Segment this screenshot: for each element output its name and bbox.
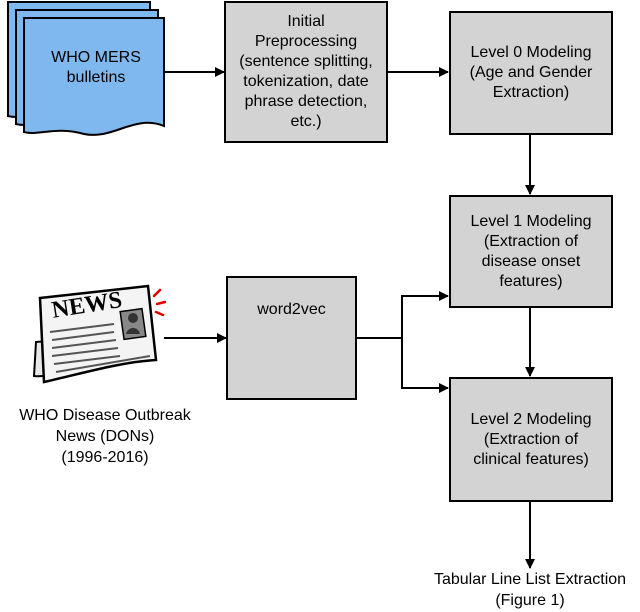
output-label: Tabular Line List Extraction (Figure 1): [410, 569, 640, 611]
arrow-word2vec-to-level1: [357, 291, 449, 339]
preprocessing-line-5: phrase detection,: [244, 93, 368, 110]
dons-line-1: WHO Disease Outbreak: [19, 407, 191, 424]
level2-line-3: clinical features): [473, 450, 589, 468]
level1-line-2: (Extraction of: [483, 232, 579, 250]
preprocessing-line-3: (sentence splitting,: [239, 53, 373, 70]
level2-box: Level 2 Modeling (Extraction of clinical…: [449, 377, 613, 502]
alert-marks: [152, 288, 166, 317]
preprocessing-line-2: Preprocessing: [254, 33, 358, 50]
preprocessing-box: Initial Preprocessing (sentence splittin…: [224, 1, 388, 143]
newspaper-icon: NEWS: [32, 284, 166, 384]
word2vec-label: word2vec: [257, 301, 326, 318]
dons-line-3: (1996-2016): [61, 449, 149, 466]
level0-line-2: (Age and Gender: [469, 64, 593, 81]
dons-label: WHO Disease Outbreak News (DONs) (1996-2…: [0, 405, 210, 468]
level1-line-1: Level 1 Modeling: [470, 212, 592, 230]
level1-line-4: features): [499, 272, 563, 290]
level2-line-2: (Extraction of: [483, 430, 579, 448]
level1-line-3: disease onset: [481, 252, 581, 270]
mers-bulletins-document-stack: [7, 1, 165, 136]
word2vec-box: word2vec: [226, 276, 357, 400]
dons-line-2: News (DONs): [55, 428, 155, 445]
level0-line-1: Level 0 Modeling: [470, 44, 592, 61]
mers-bulletins-line-2: bulletins: [66, 69, 126, 86]
output-line-1: Tabular Line List Extraction: [433, 571, 627, 588]
preprocessing-line-4: tokenization, date: [243, 73, 369, 90]
preprocessing-line-6: etc.): [290, 113, 322, 130]
arrow-word2vec-to-level2: [401, 338, 449, 393]
level2-line-1: Level 2 Modeling: [470, 410, 592, 428]
output-line-2: (Figure 1): [495, 592, 565, 609]
level0-line-3: Extraction): [492, 84, 570, 101]
mers-bulletins-line-1: WHO MERS: [51, 49, 141, 66]
preprocessing-line-1: Initial: [287, 13, 325, 30]
mers-bulletins-label: WHO MERS bulletins: [28, 48, 164, 88]
level0-box: Level 0 Modeling (Age and Gender Extract…: [449, 11, 613, 135]
level1-box: Level 1 Modeling (Extraction of disease …: [449, 195, 613, 308]
